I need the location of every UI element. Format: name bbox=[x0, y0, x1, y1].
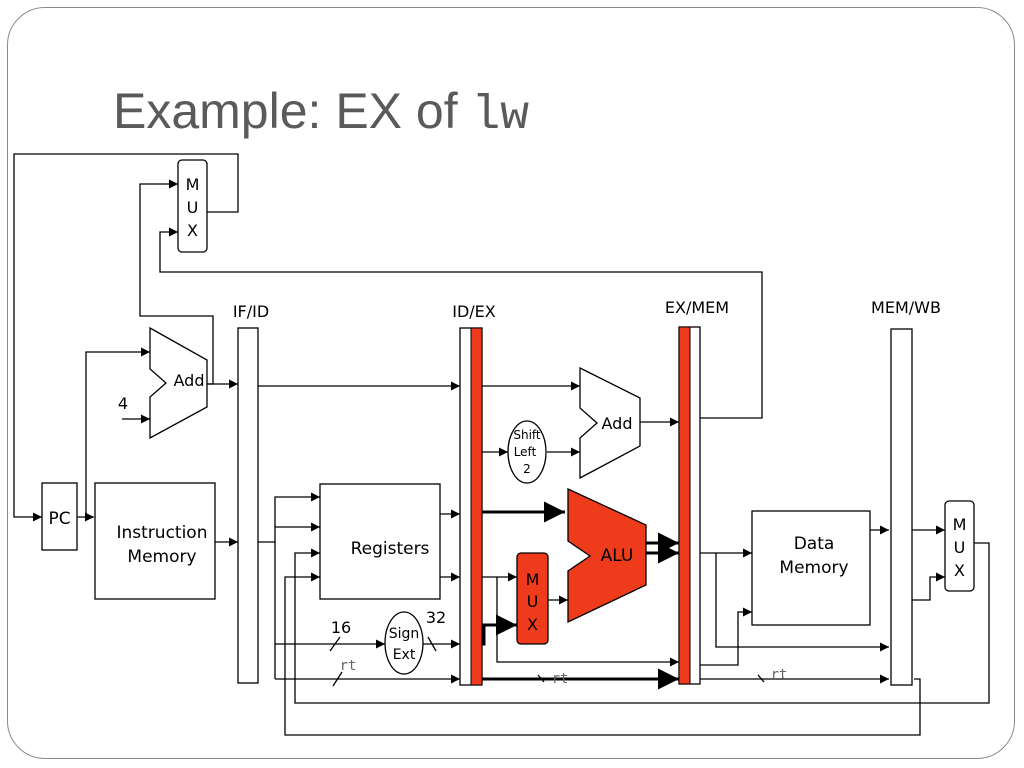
pc-adder-label: Add bbox=[174, 371, 205, 390]
registers-label: Registers bbox=[351, 539, 430, 559]
alu-mux-label-2: U bbox=[527, 592, 539, 611]
alu-label: ALU bbox=[601, 546, 634, 566]
sixteen-label: 16 bbox=[331, 618, 351, 637]
ex-mem-label: EX/MEM bbox=[665, 298, 729, 317]
wire-rt-tick1 bbox=[332, 671, 343, 687]
wb-mux-label-1: M bbox=[953, 515, 967, 534]
id-ex-register: ID/EX bbox=[452, 302, 496, 686]
rt-label-1: rt bbox=[340, 658, 357, 674]
alu: ALU bbox=[567, 487, 647, 624]
data-memory: Data Memory bbox=[751, 510, 871, 626]
wb-mux-label-3: X bbox=[954, 561, 965, 580]
if-id-register: IF/ID bbox=[233, 302, 269, 684]
rt-label-2: rt bbox=[552, 671, 569, 687]
wire-instr-bus bbox=[258, 492, 320, 543]
sign-extend: Sign Ext bbox=[384, 611, 424, 675]
four-label: 4 bbox=[118, 394, 128, 413]
wire-rt-tick3 bbox=[757, 674, 765, 683]
pc-adder: Add bbox=[149, 326, 208, 440]
wires bbox=[13, 153, 990, 736]
active-wires bbox=[482, 501, 679, 690]
title-text: Example: EX of bbox=[113, 83, 472, 139]
shift-left-2: Shift Left 2 bbox=[507, 420, 547, 484]
title-code: lw bbox=[471, 89, 530, 143]
wb-mux-label-2: U bbox=[954, 538, 966, 557]
slide-frame bbox=[7, 7, 1015, 759]
id-ex-label: ID/EX bbox=[452, 302, 496, 321]
pc-mux-label-3: X bbox=[187, 221, 198, 240]
mem-wb-label: MEM/WB bbox=[871, 298, 941, 317]
ex-mem-register: EX/MEM bbox=[665, 298, 729, 685]
alu-mux-label-1: M bbox=[526, 570, 540, 589]
dmem-label-1: Data bbox=[794, 534, 835, 554]
mem-wb-register: MEM/WB bbox=[871, 298, 941, 686]
pc-block: PC bbox=[41, 482, 78, 551]
branch-adder-label: Add bbox=[602, 414, 633, 433]
pc-mux: M U X bbox=[177, 159, 208, 253]
shift-label-2: Left bbox=[514, 445, 537, 459]
rt-label-3: rt bbox=[771, 667, 788, 683]
sign-ext-label-2: Ext bbox=[393, 647, 416, 663]
dmem-label-2: Memory bbox=[779, 558, 848, 578]
pc-mux-label-1: M bbox=[186, 175, 200, 194]
shift-label-1: Shift bbox=[513, 428, 541, 442]
alu-mux-label-3: X bbox=[527, 615, 538, 634]
imem-label-2: Memory bbox=[127, 547, 196, 567]
sign-ext-label-1: Sign bbox=[389, 626, 420, 642]
wire-branch-to-mux bbox=[159, 227, 763, 419]
wire-pc-to-add bbox=[85, 347, 150, 517]
slide-title: Example: EX of lw bbox=[113, 82, 529, 143]
wire-writeback-reg bbox=[284, 572, 921, 736]
alu-mux: M U X bbox=[516, 552, 549, 645]
wire-16-tick bbox=[329, 636, 341, 652]
pc-mux-label-2: U bbox=[187, 198, 199, 217]
imem-label-1: Instruction bbox=[117, 523, 208, 543]
wire-writeback-data bbox=[294, 542, 990, 704]
instruction-memory: Instruction Memory bbox=[94, 482, 216, 600]
wire-mux-to-pc bbox=[13, 153, 239, 522]
pc-label: PC bbox=[48, 509, 70, 529]
writeback-mux: M U X bbox=[944, 500, 975, 592]
thirtytwo-label: 32 bbox=[426, 608, 446, 627]
if-id-label: IF/ID bbox=[233, 302, 269, 321]
registers: Registers bbox=[319, 483, 441, 600]
shift-label-3: 2 bbox=[523, 462, 531, 476]
branch-adder: Add bbox=[579, 366, 641, 480]
wire-32-tick bbox=[427, 636, 437, 652]
